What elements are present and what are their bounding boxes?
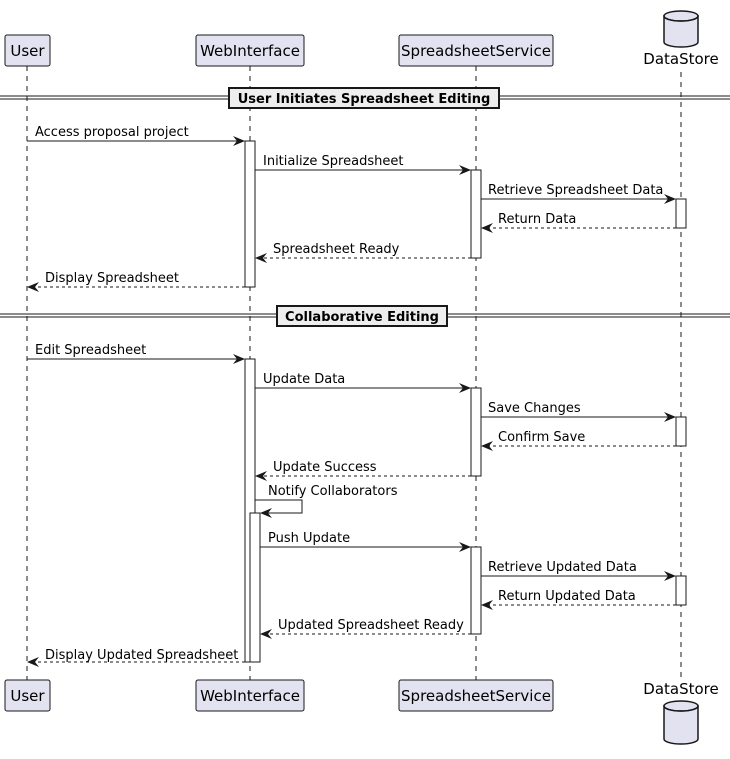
participant-spreadsheetservice-bottom: SpreadsheetService — [398, 679, 554, 712]
activation-bar — [675, 416, 687, 447]
activation-bar — [249, 512, 261, 663]
participant-label: User — [10, 687, 45, 705]
participant-label: SpreadsheetService — [401, 42, 551, 60]
participant-datastore-bottom: DataStore — [643, 680, 719, 745]
database-icon — [663, 15, 699, 48]
message-label: Edit Spreadsheet — [35, 343, 146, 358]
activation-bar — [470, 387, 482, 477]
participant-label: User — [10, 42, 45, 60]
activation-bar — [244, 140, 256, 288]
message-label: Retrieve Spreadsheet Data — [488, 183, 663, 198]
message-label: Notify Collaborators — [268, 484, 398, 499]
participant-label: WebInterface — [200, 42, 300, 60]
participant-user-bottom: User — [4, 679, 51, 712]
message-label: Update Success — [273, 460, 377, 475]
activation-bar — [675, 198, 687, 229]
message-label: Initialize Spreadsheet — [263, 154, 403, 169]
message-label: Display Updated Spreadsheet — [45, 648, 238, 663]
participant-label: WebInterface — [200, 687, 300, 705]
messages — [27, 136, 676, 667]
activation-bar — [470, 546, 482, 635]
message-label: Confirm Save — [498, 430, 585, 445]
message-label: Update Data — [263, 372, 345, 387]
self-message-arrow — [255, 499, 303, 518]
section-label: User Initiates Spreadsheet Editing — [238, 92, 491, 107]
participant-spreadsheetservice-top: SpreadsheetService — [398, 34, 554, 67]
participant-datastore-top: DataStore — [643, 10, 719, 68]
message-label: Spreadsheet Ready — [273, 242, 400, 257]
database-icon — [663, 705, 699, 745]
activation-bar — [470, 169, 482, 259]
message-label: Access proposal project — [35, 125, 189, 140]
section-divider-2: Collaborative Editing — [0, 305, 730, 327]
message-label: Retrieve Updated Data — [488, 560, 637, 575]
activations — [244, 140, 687, 663]
participant-label: DataStore — [643, 680, 718, 698]
section-label: Collaborative Editing — [285, 310, 439, 325]
activation-bar — [675, 575, 687, 606]
message-label: Return Data — [498, 212, 576, 227]
participant-user-top: User — [4, 34, 51, 67]
section-divider-1: User Initiates Spreadsheet Editing — [0, 87, 730, 109]
message-labels: Access proposal project Initialize Sprea… — [35, 125, 663, 663]
message-label: Updated Spreadsheet Ready — [278, 618, 464, 633]
participant-label: DataStore — [643, 50, 718, 68]
message-label: Return Updated Data — [498, 589, 636, 604]
participant-webinterface-top: WebInterface — [195, 34, 305, 67]
message-label: Save Changes — [488, 401, 581, 416]
participant-label: SpreadsheetService — [401, 687, 551, 705]
message-label: Push Update — [268, 531, 350, 546]
message-label: Display Spreadsheet — [45, 271, 179, 286]
participant-webinterface-bottom: WebInterface — [195, 679, 305, 712]
